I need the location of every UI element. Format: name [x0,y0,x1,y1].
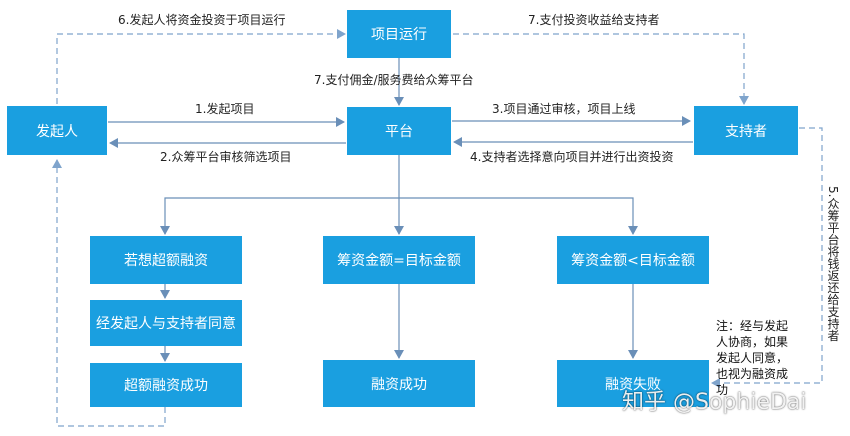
funding-failure-node: 融资失败 [557,360,709,407]
equal-target-node: 筹资金额=目标金额 [323,236,475,284]
platform-node: 平台 [347,107,451,155]
edge-6-label: 6.发起人将资金投资于项目运行 [118,13,286,27]
initiator-node: 发起人 [7,106,107,155]
edge-2-label: 2.众筹平台审核筛选项目 [160,150,292,164]
over-success-return-arrow [52,159,166,427]
edge-7b-label: 7.支付投资收益给支持者 [528,13,660,27]
supporters-node: 支持者 [694,106,798,155]
note-text: 注：经与发起人协商，如果发起人同意，也视为融资成功 [716,319,789,397]
want-over-funding-node: 若想超额融资 [90,236,242,284]
agreed-node: 经发起人与支持者同意 [90,300,242,346]
edge-1-label: 1.发起项目 [195,102,255,116]
less-than-target-node: 筹资金额<目标金额 [557,236,709,284]
edge-5-label: 5.众筹平台将钱返还给支持者 [826,186,840,342]
funding-success-node: 融资成功 [323,360,475,407]
edge-7b-arrow [453,33,749,105]
over-funding-success-node: 超额融资成功 [90,363,242,407]
watermark: 知乎 @SophieDai [622,390,807,415]
branch-left-line [160,197,399,235]
branch-right-line [399,197,638,235]
edge-7a-label: 7.支付佣金/服务费给众筹平台 [314,73,474,87]
edge-6-arrow [56,29,346,104]
project-run-node: 项目运行 [347,10,451,58]
edge-3-label: 3.项目通过审核，项目上线 [492,102,636,116]
edge-5-arrow [711,127,823,388]
edge-4-label: 4.支持者选择意向项目并进行出资投资 [470,150,674,164]
